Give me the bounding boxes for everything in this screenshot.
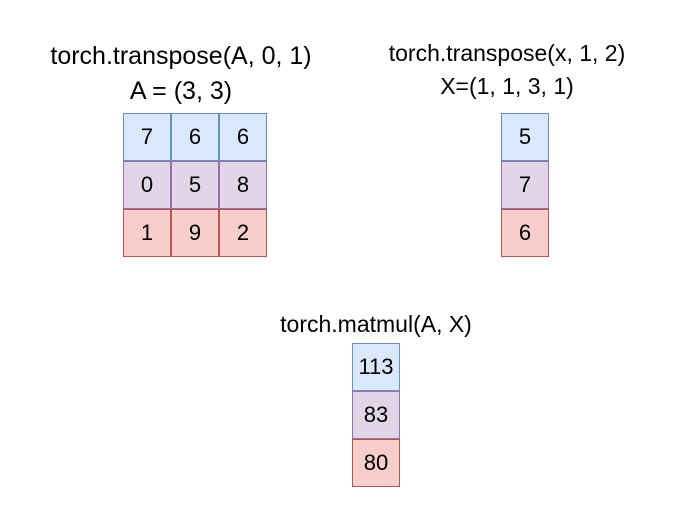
- matmul-result-cell: 113: [352, 343, 400, 391]
- tensor-x-shape: X=(1, 1, 3, 1): [440, 73, 574, 99]
- tensor-x-cell: 6: [501, 209, 549, 257]
- transpose-a-title: torch.transpose(A, 0, 1): [50, 42, 312, 70]
- matmul-result-cell: 83: [352, 391, 400, 439]
- matrix-a-cell: 9: [171, 209, 219, 257]
- tensor-x-cell: 5: [501, 113, 549, 161]
- transpose-x-title: torch.transpose(x, 1, 2): [388, 40, 626, 66]
- matrix-a-cell: 6: [219, 113, 267, 161]
- tensor-x-cell: 7: [501, 161, 549, 209]
- matrix-a-cell: 0: [123, 161, 171, 209]
- matrix-a-cell: 5: [171, 161, 219, 209]
- matrix-a-cell: 6: [171, 113, 219, 161]
- matmul-title: torch.matmul(A, X): [280, 311, 472, 337]
- matmul-result-cell: 80: [352, 439, 400, 487]
- matrix-a-cell: 7: [123, 113, 171, 161]
- matrix-a-shape: A = (3, 3): [129, 77, 233, 105]
- matrix-a-cell: 2: [219, 209, 267, 257]
- matrix-a-cell: 8: [219, 161, 267, 209]
- matrix-a-cell: 1: [123, 209, 171, 257]
